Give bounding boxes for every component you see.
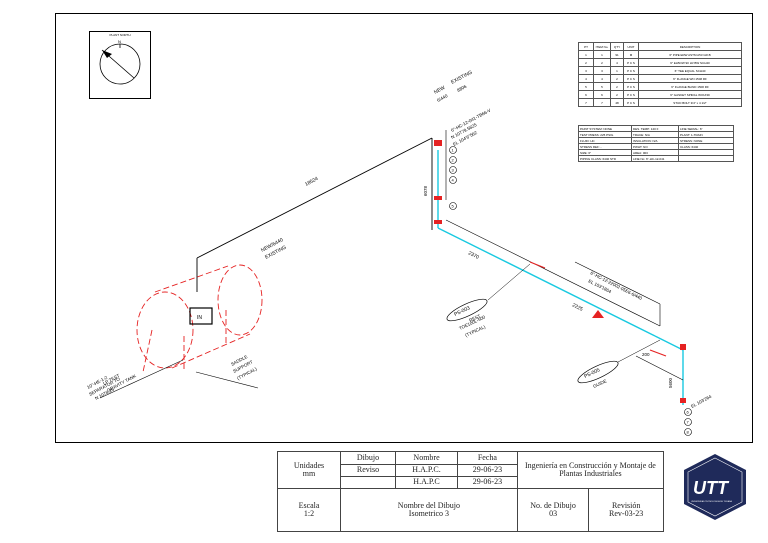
units-value: mm <box>302 469 316 478</box>
fecha-dibujo: 29-06-23 <box>457 464 518 477</box>
weld-top-0: 1 <box>452 148 455 153</box>
drawing-name-label: Nombre del Dibujo <box>397 500 461 510</box>
drawing-number-value: 03 <box>549 509 558 518</box>
revision-label: Revisión <box>611 500 641 510</box>
north-arrow-box: PLANT NORTH N <box>89 31 151 99</box>
logo-text: UTT <box>693 478 730 498</box>
separator-vessel <box>136 264 263 373</box>
reviso-label: Reviso <box>340 464 397 477</box>
new-existing-top-2: 6/440 <box>436 93 449 103</box>
revision-value: Rev-03-23 <box>609 509 644 518</box>
weld-top-2: 3 <box>452 168 455 173</box>
new-existing-top-1: EXISTING <box>450 69 474 85</box>
drawing-number-label: No. de Dibujo <box>530 500 576 510</box>
dim-long: 18524 <box>304 176 319 188</box>
bom-h-item: ITEM No. <box>593 42 611 51</box>
pipe-line-existing <box>196 137 433 259</box>
fecha-reviso: 29-06-23 <box>457 476 518 489</box>
weld-top-4: 5 <box>452 204 455 209</box>
rest-note-0: REST <box>468 313 481 323</box>
compass-icon: N <box>99 39 141 85</box>
nombre-label: Nombre <box>395 451 459 465</box>
vessel-label: IN <box>197 315 202 321</box>
north-label: PLANT NORTH <box>109 33 131 37</box>
weld-top-3: 4 <box>452 178 455 183</box>
scale-value: 1:2 <box>303 509 315 518</box>
dim-drop: 5600 <box>668 377 673 388</box>
guide-note: GUIDE <box>592 378 607 389</box>
weld-right-0: 6 <box>687 410 690 415</box>
bom-h-qty: QTY <box>610 42 624 51</box>
new-existing-top-0: NEW <box>433 85 446 96</box>
bom-h-unit: UNIT <box>623 42 639 51</box>
logo-subtext: UNIVERSIDAD TECNOLÓGICA DE TIJUANA <box>691 500 732 503</box>
dim-mid: 2370 <box>467 250 480 260</box>
weld-top-1: 2 <box>452 158 455 163</box>
pipe-new-horizontal <box>437 227 656 337</box>
new-existing-top-3: 8806 <box>456 84 468 93</box>
weld-right-2: 8 <box>687 430 690 435</box>
nombre-dibujo: H.A.P.C. <box>395 464 459 477</box>
units-label: Unidades <box>293 460 325 470</box>
bom-header-row: PT ITEM No. QTY UNIT DESCRIPTION <box>578 42 742 51</box>
bom-h-pt: PT <box>578 42 594 51</box>
bom-h-desc: DESCRIPTION <box>638 42 742 51</box>
el-bottom: EL 103'264 <box>690 394 713 409</box>
svg-text:N: N <box>118 39 121 44</box>
institution-name: Ingeniería en Construcción y Montaje de … <box>516 451 665 489</box>
weld-right-1: 7 <box>687 420 690 425</box>
utt-logo: UTT UNIVERSIDAD TECNOLÓGICA DE TIJUANA <box>684 454 746 520</box>
dim-vert: 6078 <box>423 185 428 196</box>
dibujo-label: Dibujo <box>340 451 397 465</box>
fecha-label: Fecha <box>457 451 518 465</box>
scale-label: Escala <box>298 500 320 510</box>
dim-right: 2225 <box>571 302 584 312</box>
drawing-name-value: Isometrico 3 <box>408 509 450 518</box>
drawing-frame <box>55 13 753 443</box>
dim-small: 200 <box>642 352 650 357</box>
nombre-reviso: H.A.P.C <box>395 476 459 489</box>
